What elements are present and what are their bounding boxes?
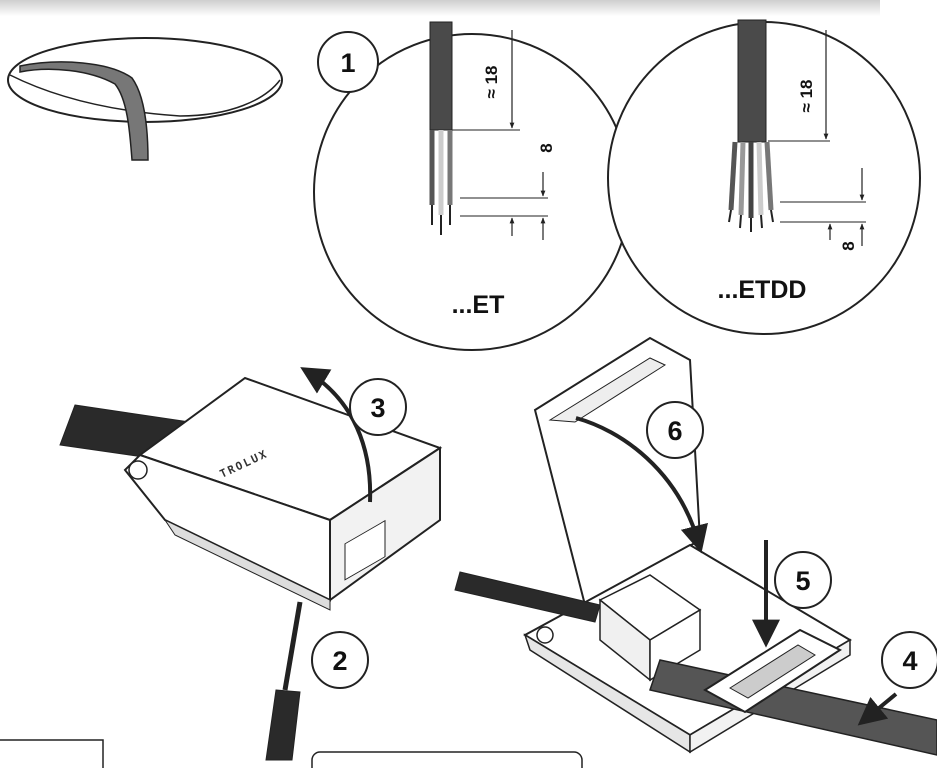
svg-text:6: 6 (667, 416, 682, 446)
svg-text:5: 5 (795, 566, 810, 596)
svg-text:4: 4 (902, 646, 917, 676)
svg-text:3: 3 (370, 393, 385, 423)
step-badge-4: 4 (881, 631, 937, 689)
variant-label-etdd: ...ETDD (718, 276, 807, 304)
step-badge-3: 3 (349, 378, 407, 436)
variant-label-et: ...ET (452, 291, 505, 319)
step-badge-6: 6 (646, 401, 704, 459)
svg-text:1: 1 (340, 48, 355, 78)
dim-strip-etdd: ≈ 18 (797, 80, 816, 113)
dim-core-etdd: 8 (839, 241, 858, 250)
cable-section-illustration (7, 37, 283, 161)
detail-et: ≈ 18 8 ...ET (313, 21, 631, 351)
dim-core-et: 8 (537, 143, 556, 152)
dim-strip-et: ≈ 18 (482, 66, 501, 99)
open-housing (454, 336, 937, 756)
cable-icon (429, 21, 453, 131)
arrow-icon (300, 367, 373, 503)
bottom-frame-left (0, 739, 104, 768)
detail-etdd: ≈ 18 8 ...ETDD (607, 19, 921, 335)
svg-text:2: 2 (332, 646, 347, 676)
closed-housing: TROLUX (59, 376, 443, 611)
header-band (0, 0, 880, 16)
bottom-frame-mid (311, 751, 583, 768)
step-badge-5: 5 (774, 551, 832, 609)
step-badge-2: 2 (311, 631, 369, 689)
step-badge-1: 1 (317, 31, 379, 93)
screwdriver-icon (265, 601, 303, 761)
